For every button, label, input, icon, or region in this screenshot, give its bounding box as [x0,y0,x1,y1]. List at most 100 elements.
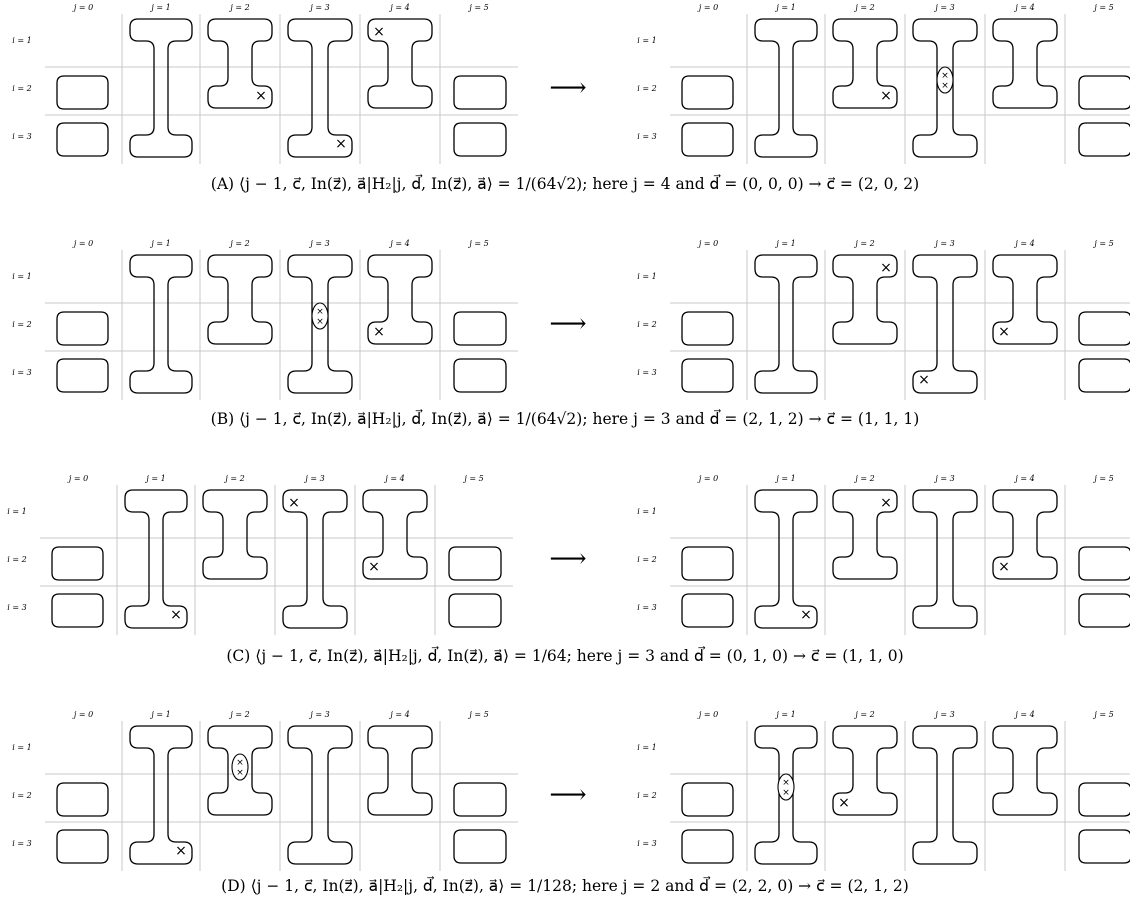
cap-block [453,829,507,864]
row-label: i = 2 [637,320,656,329]
cap-block [681,593,734,628]
short-i-shape [832,254,898,345]
short-i-shape [367,725,433,816]
panel-a-left-grid [45,14,518,164]
cap-block [453,311,507,346]
row-label: i = 3 [637,132,656,141]
column-label: j = 2 [223,474,244,483]
cross-mark: × [288,495,300,511]
row-label: i = 1 [12,743,31,752]
panel-d-left-shapes [56,725,507,865]
row-label: i = 1 [7,507,26,516]
cap-block [453,75,507,110]
panel-c-left-shapes [51,489,502,629]
cross-mark: × [782,778,790,788]
column-label: j = 0 [697,239,718,248]
cross-mark: × [236,768,244,778]
column-label: j = 4 [1013,239,1034,248]
cross-mark: × [170,607,182,623]
panel-b-left-shapes [56,254,507,394]
column-label: j = 5 [1092,3,1113,12]
cap-block [681,75,734,110]
caption-b-expression: ⟨j − 1, c⃗, In(z⃗), a⃗|H₂|j, d⃗, In(z⃗),… [239,410,920,428]
cap-block [681,122,734,157]
column-label: j = 1 [774,239,795,248]
pinch-ellipse [936,66,954,94]
row-label: i = 2 [637,84,656,93]
column-label: j = 5 [467,239,488,248]
column-label: j = 1 [144,474,165,483]
column-label: j = 4 [1013,474,1034,483]
column-label: j = 3 [308,710,329,719]
cross-mark: × [335,136,347,152]
row-label: i = 3 [12,839,31,848]
column-label: j = 1 [774,710,795,719]
column-label: j = 1 [149,710,170,719]
tall-i-shape [754,725,818,865]
tall-i-shape [912,489,978,629]
column-label: j = 3 [933,239,954,248]
panel-b-right-grid [670,250,1130,400]
tall-i-shape [754,18,818,158]
row-label: i = 1 [637,36,656,45]
column-label: j = 5 [1092,239,1113,248]
cap-block [681,358,734,393]
cap-block [681,546,734,581]
column-label: j = 2 [853,710,874,719]
column-label: j = 5 [1092,474,1113,483]
panel-c-left-grid [40,485,513,635]
column-label: j = 1 [149,3,170,12]
row-label: i = 3 [12,132,31,141]
row-label: i = 1 [12,36,31,45]
row-label: i = 3 [637,839,656,848]
short-i-shape [207,725,273,816]
short-i-shape [367,18,433,109]
short-i-shape [992,725,1058,816]
column-label: j = 2 [853,3,874,12]
tall-i-shape [124,489,188,629]
cap-block [1078,311,1130,346]
cross-mark: × [316,317,324,327]
short-i-shape [832,489,898,580]
cross-mark: × [175,843,187,859]
cap-block [453,358,507,393]
column-label: j = 5 [467,710,488,719]
column-label: j = 0 [697,474,718,483]
cap-block [1078,829,1130,864]
row-label: i = 3 [7,603,26,612]
cap-block [448,546,502,581]
caption-d: (D) ⟨j − 1, c⃗, In(z⃗), a⃗|H₂|j, d⃗, In(… [0,872,1130,900]
cross-mark: × [941,71,949,81]
tall-i-shape [287,254,353,394]
column-label: j = 2 [228,3,249,12]
column-label: j = 4 [383,474,404,483]
panel-d-right-shapes [681,725,1130,865]
cap-block [448,593,502,628]
column-label: j = 0 [697,710,718,719]
row-label: i = 1 [637,743,656,752]
cross-mark: × [838,795,850,811]
cap-block [56,829,109,864]
column-label: j = 0 [697,3,718,12]
column-label: j = 2 [853,474,874,483]
short-i-shape [362,489,428,580]
cross-mark: × [368,559,380,575]
caption-a-label: (A) [210,175,235,193]
short-i-shape [992,18,1058,109]
panel-a-right-grid [670,14,1130,164]
row-label: i = 3 [637,368,656,377]
panel-c-right-shapes [681,489,1130,629]
row-label: i = 2 [12,791,31,800]
column-label: j = 5 [462,474,483,483]
column-label: j = 0 [72,3,93,12]
tall-i-shape [912,254,978,394]
row-label: i = 2 [12,320,31,329]
column-label: j = 4 [388,239,409,248]
column-label: j = 4 [388,3,409,12]
short-i-shape [202,489,268,580]
column-label: j = 1 [774,474,795,483]
